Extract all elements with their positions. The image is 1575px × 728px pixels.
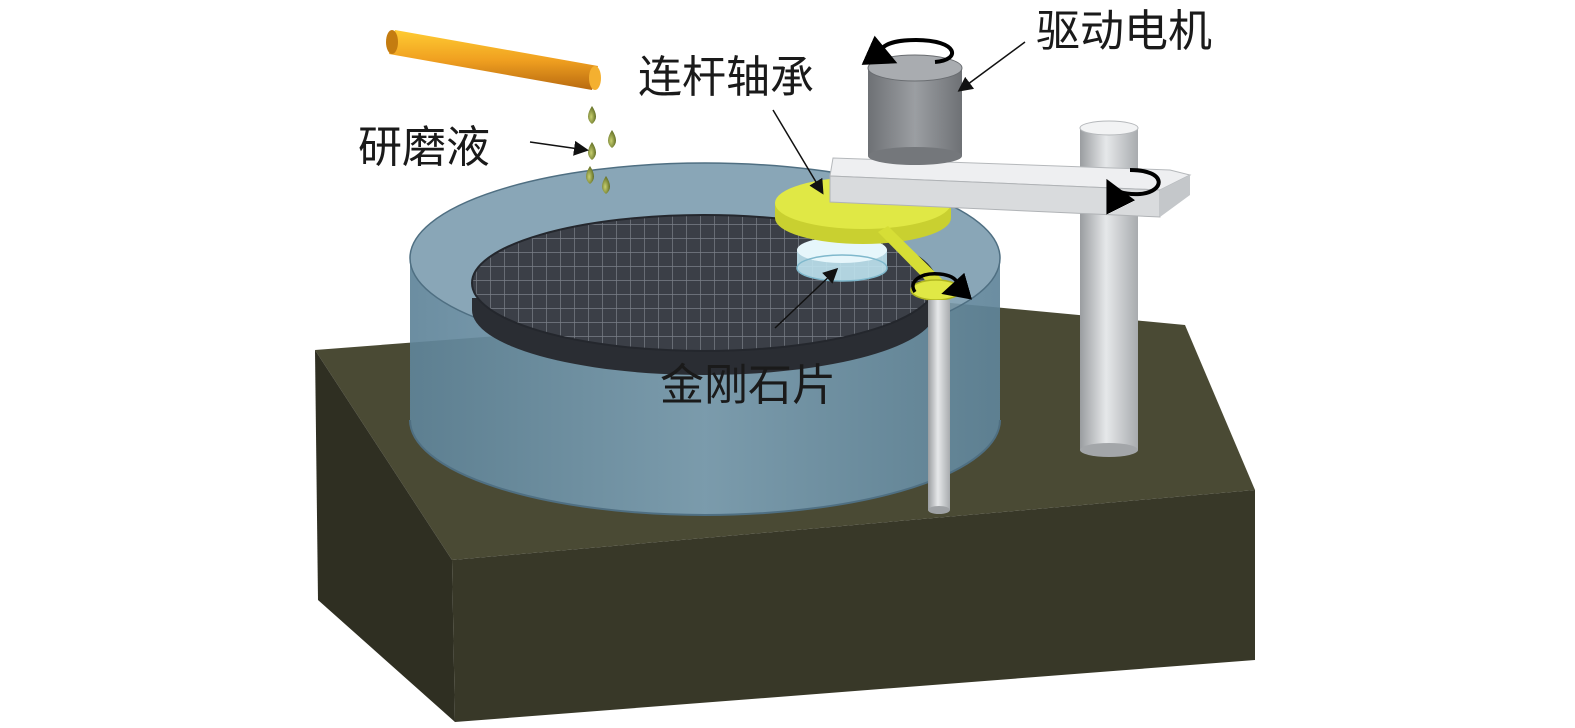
label-slurry: 研磨液 bbox=[358, 122, 490, 173]
leader-slurry bbox=[529, 140, 589, 156]
leader-wafer bbox=[774, 267, 839, 329]
slurry-pipe bbox=[386, 30, 601, 90]
slurry-droplets bbox=[586, 106, 616, 194]
rotation-arrow-rod bbox=[911, 272, 973, 300]
leader-bearing bbox=[772, 109, 824, 195]
label-diamond-wafer: 金刚石片 bbox=[660, 360, 836, 411]
label-drive-motor: 驱动电机 bbox=[1036, 6, 1212, 57]
drive-motor bbox=[867, 54, 963, 165]
small-support-post bbox=[928, 300, 950, 514]
rotation-arrow-column bbox=[1106, 168, 1161, 215]
rotation-arrow-motor bbox=[861, 35, 955, 65]
motor-arm-plate bbox=[829, 157, 1192, 218]
leader-motor bbox=[957, 41, 1026, 92]
label-connecting-rod-bearing: 连杆轴承 bbox=[638, 52, 814, 103]
